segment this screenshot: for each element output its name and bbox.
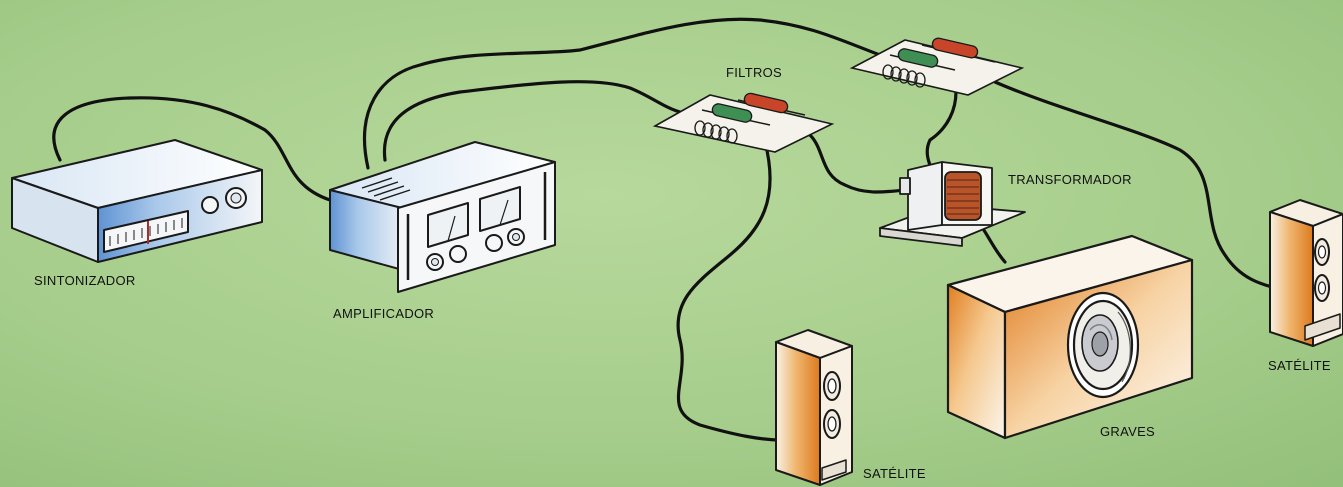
label-amplifier: AMPLIFICADOR (333, 306, 434, 321)
satellite-speaker-center (776, 330, 852, 485)
label-transformer: TRANSFORMADOR (1008, 172, 1132, 187)
label-bass: GRAVES (1100, 424, 1155, 439)
satellite-speaker-right (1270, 200, 1343, 346)
label-satellite-center: SATÉLITE (863, 466, 926, 481)
label-satellite-right: SATÉLITE (1268, 358, 1331, 373)
label-tuner: SINTONIZADOR (34, 273, 136, 288)
label-filters: FILTROS (726, 65, 782, 80)
